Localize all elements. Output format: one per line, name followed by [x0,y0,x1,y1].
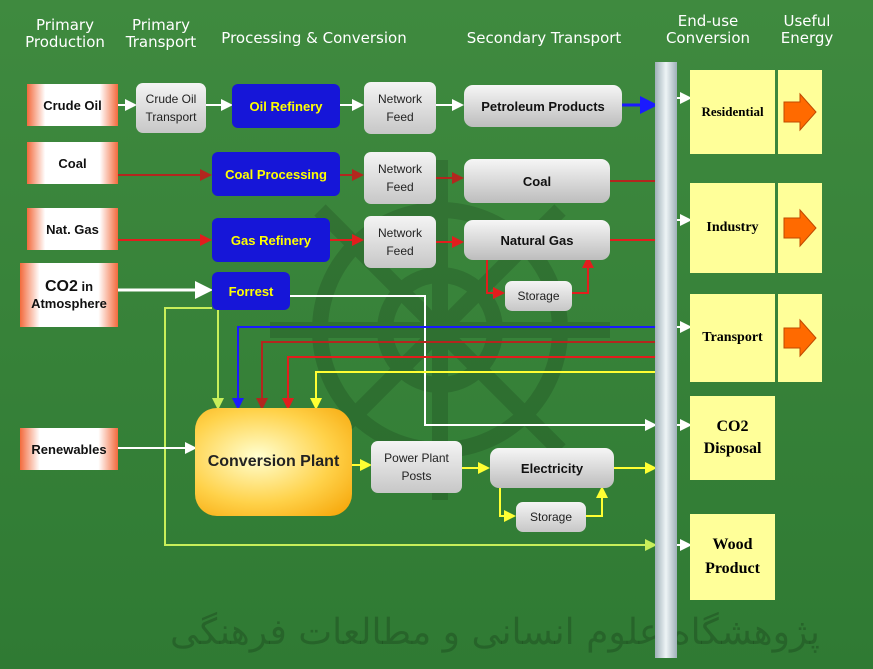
header-secondary-transport: Secondary Transport [466,29,622,47]
orange-arrow-icon [783,92,817,132]
end-use-industry: Industry [690,183,775,273]
natural-gas: Natural Gas [464,220,610,260]
network-feed-oil: Network Feed [364,82,436,134]
orange-arrow-icon [783,208,817,248]
oil-refinery: Oil Refinery [232,84,340,128]
power-plant-posts: Power Plant Posts [371,441,462,493]
source-renewables: Renewables [20,428,118,470]
end-use-residential: Residential [690,70,775,154]
end-use-co2-disposal: CO2 Disposal [690,396,775,480]
electricity-storage: Storage [516,502,586,532]
co2-in-label: in [77,279,94,294]
header-primary-transport: Primary Transport [125,16,197,51]
header-primary-production: Primary Production [25,16,105,51]
useful-energy-residential [778,70,822,154]
co2-label: CO2 [44,278,78,295]
source-natural-gas: Nat. Gas [27,208,118,250]
conversion-plant: Conversion Plant [195,408,352,516]
coal-transport: Coal [464,159,610,203]
network-feed-coal: Network Feed [364,152,436,204]
forrest: Forrest [212,272,290,310]
co2-line: CO2 in [45,278,93,295]
source-crude-oil: Crude Oil [27,84,118,126]
atmosphere-label: Atmosphere [31,296,107,311]
header-processing: Processing & Conversion [221,29,407,47]
source-coal: Coal [27,142,118,184]
coal-processing: Coal Processing [212,152,340,196]
source-co2-atmosphere: CO2 in Atmosphere [20,263,118,327]
header-useful-energy: Useful Energy [780,12,834,47]
electricity: Electricity [490,448,614,488]
end-use-wood-product: Wood Product [690,514,775,600]
crude-oil-transport: Crude Oil Transport [136,83,206,133]
network-feed-gas: Network Feed [364,216,436,268]
useful-energy-industry [778,183,822,273]
end-use-distribution-bar [655,62,677,658]
gas-storage: Storage [505,281,572,311]
gas-refinery: Gas Refinery [212,218,330,262]
header-end-use: End-use Conversion [665,12,751,47]
watermark-text: پژوهشگاه علوم انسانی و مطالعات فرهنگی [170,612,820,653]
end-use-transport: Transport [690,294,775,382]
petroleum-products: Petroleum Products [464,85,622,127]
useful-energy-transport [778,294,822,382]
orange-arrow-icon [783,318,817,358]
